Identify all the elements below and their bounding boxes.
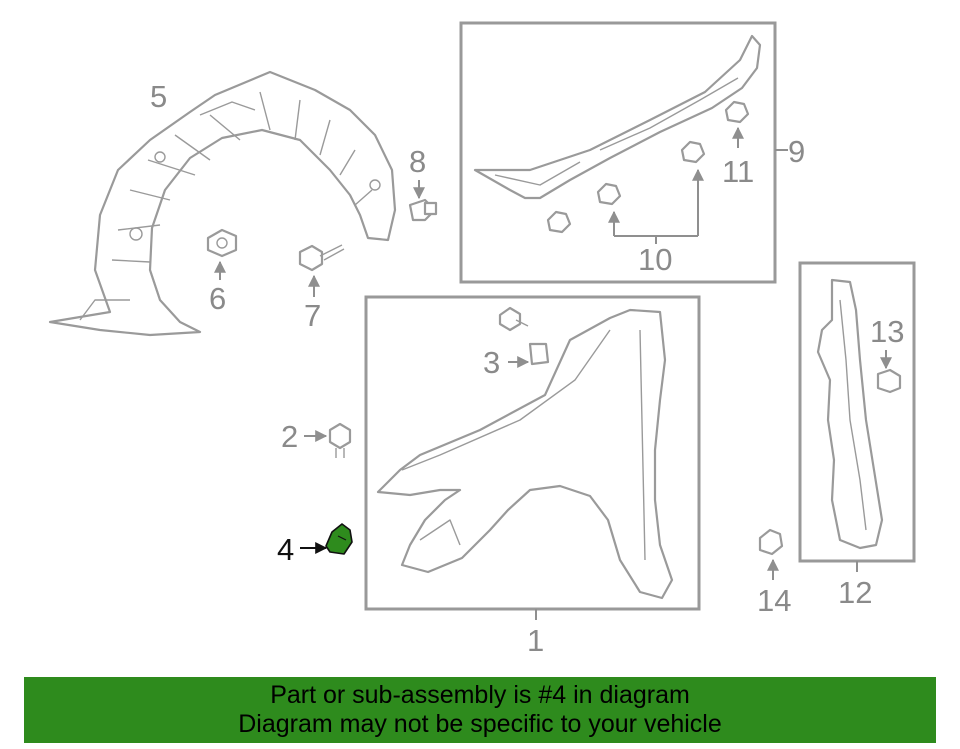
callout-1: 1: [527, 623, 544, 658]
callout-4: 4: [277, 532, 294, 567]
banner-line-2: Diagram may not be specific to your vehi…: [238, 710, 722, 738]
callout-13: 13: [870, 314, 904, 349]
clip-part-11: [724, 100, 750, 148]
info-banner: Part or sub-assembly is #4 in diagram Di…: [24, 677, 936, 743]
callout-9: 9: [788, 134, 805, 169]
banner-line-1: Part or sub-assembly is #4 in diagram: [270, 681, 690, 709]
screw-part-7: [298, 244, 345, 297]
callout-2: 2: [281, 419, 298, 454]
callout-11: 11: [722, 154, 754, 189]
box-part-9: [459, 21, 777, 284]
bolt-part-13: [876, 350, 902, 394]
callout-8: 8: [409, 144, 426, 179]
trim-part-9: [473, 34, 762, 200]
highlighted-bracket-part-4: [300, 523, 353, 555]
bolt-part-3: [498, 306, 550, 368]
callout-10: 10: [638, 242, 672, 277]
box-part-1: [364, 295, 701, 611]
nut-part-6: [206, 228, 238, 280]
bracket-part-12: [816, 278, 884, 550]
callout-14: 14: [757, 583, 791, 618]
clips-part-10: [546, 140, 706, 244]
fender-liner-part: [48, 70, 397, 337]
callout-5: 5: [150, 79, 167, 114]
fender-part-1: [376, 308, 674, 600]
clip-part-8: [408, 180, 438, 222]
callout-7: 7: [304, 298, 321, 333]
callout-6: 6: [209, 281, 226, 316]
clip-part-14: [758, 528, 784, 580]
bolt-part-2: [304, 422, 352, 458]
callout-12: 12: [838, 575, 872, 610]
callout-3: 3: [483, 345, 500, 380]
